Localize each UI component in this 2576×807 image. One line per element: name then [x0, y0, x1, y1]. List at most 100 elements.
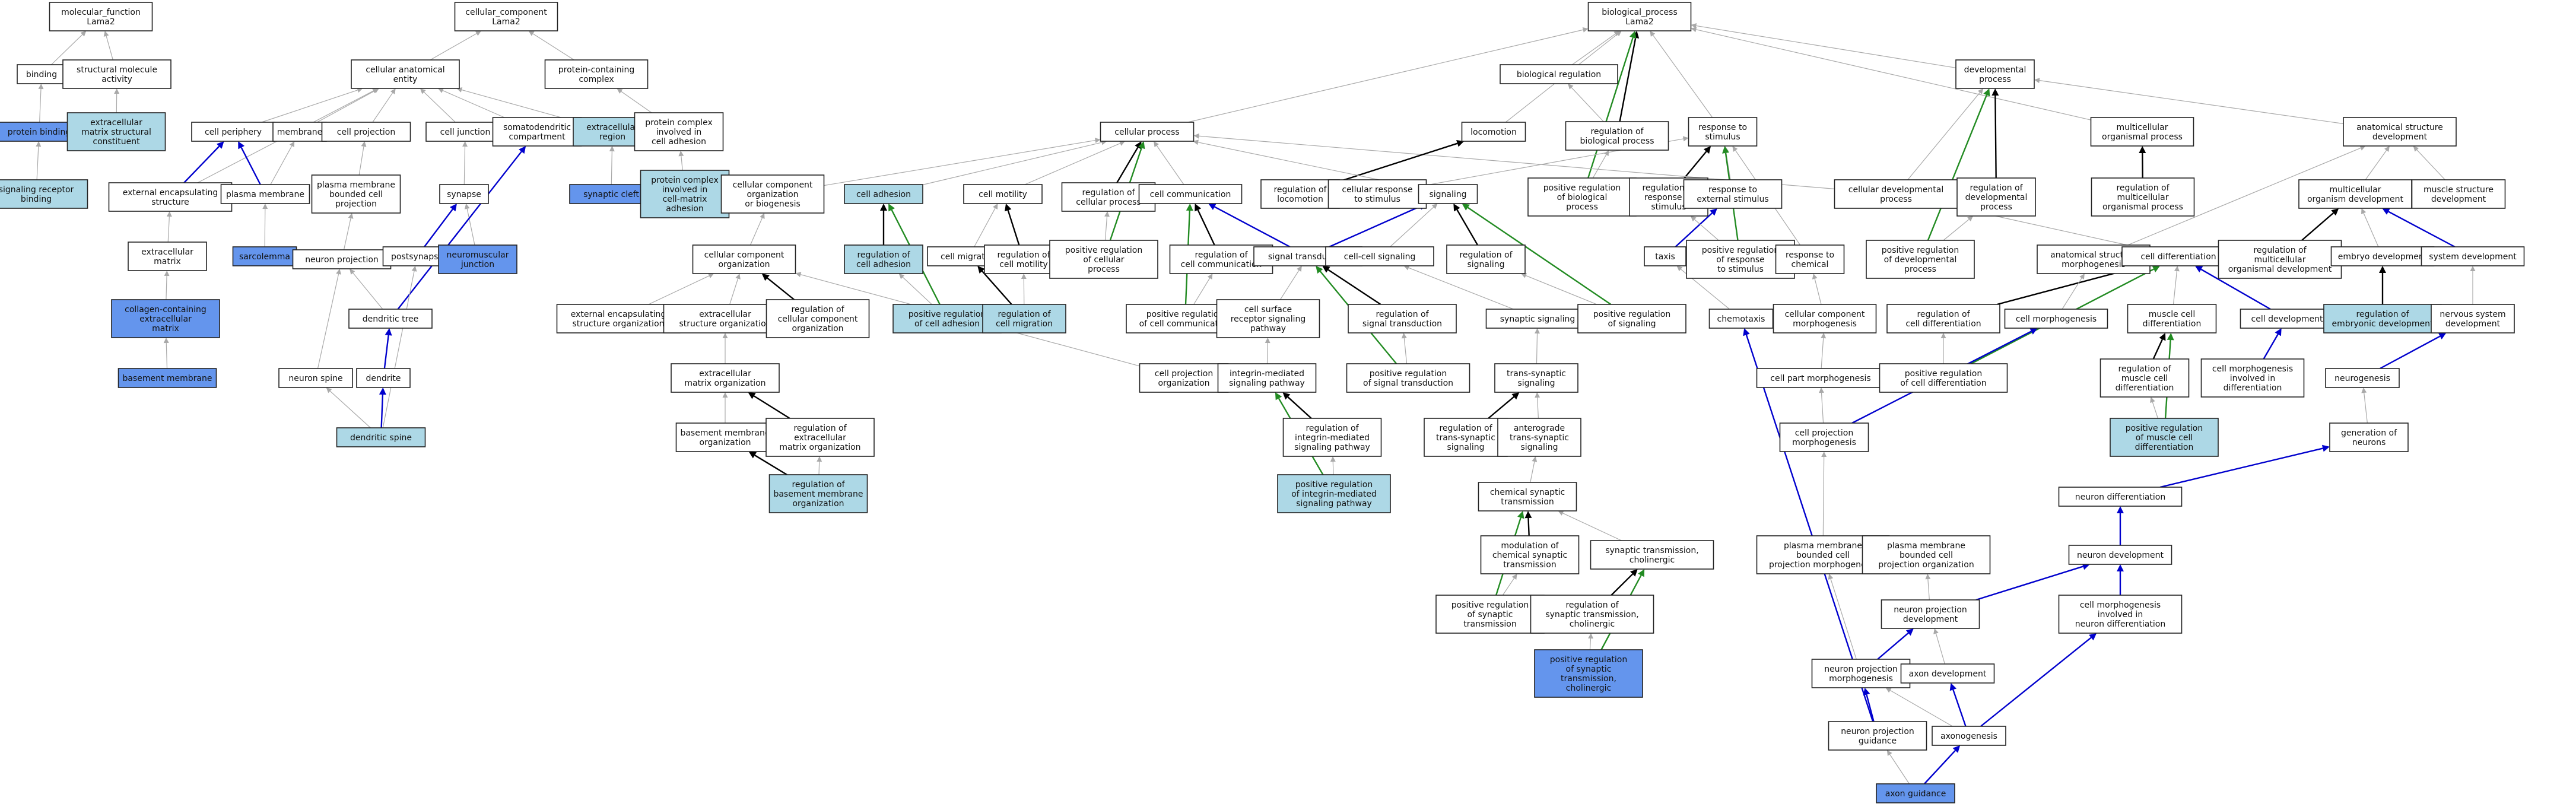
go-term-node-reg_integrin[interactable]: regulation ofintegrin-mediatedsignaling … [1282, 418, 1382, 457]
go-term-node-cell_diff[interactable]: cell differentiation [2121, 246, 2235, 266]
go-term-node-neuron_proj[interactable]: neuron projection [292, 249, 392, 269]
go-term-node-cell_dev[interactable]: cell development [2240, 309, 2334, 329]
go-term-node-binding[interactable]: binding [17, 64, 66, 84]
go-term-node-plasma_memb[interactable]: plasma membrane [220, 184, 310, 204]
go-term-node-cell_morph[interactable]: cell morphogenesis [2004, 309, 2108, 329]
go-term-node-neurogenesis[interactable]: neurogenesis [2325, 368, 2400, 388]
go-term-node-synapse[interactable]: synapse [439, 184, 489, 204]
go-term-node-neuron_spine[interactable]: neuron spine [278, 368, 353, 388]
go-term-node-neuron_diff[interactable]: neuron differentiation [2058, 487, 2183, 507]
go-term-node-membrane[interactable]: membrane [272, 122, 327, 142]
go-term-node-synaptic_cleft[interactable]: synaptic cleft [569, 184, 653, 204]
go-term-node-dendrite[interactable]: dendrite [356, 368, 411, 388]
go-term-node-cc_sig[interactable]: cell-cell signaling [1325, 246, 1434, 266]
go-term-node-signaling[interactable]: signaling [1418, 184, 1478, 204]
go-term-node-cell_junc[interactable]: cell junction [425, 122, 505, 142]
go-term-node-dendritic_tree[interactable]: dendritic tree [348, 309, 433, 329]
go-term-node-syn_trans_chol[interactable]: synaptic transmission,cholinergic [1590, 540, 1714, 570]
go-term-node-dendritic_spine[interactable]: dendritic spine [336, 427, 426, 447]
go-term-node-axon_guidance[interactable]: axon guidance [1876, 783, 1955, 803]
go-term-node-cell_part_morph[interactable]: cell part morphogenesis [1756, 368, 1885, 388]
go-term-node-axon_dev[interactable]: axon development [1900, 663, 1995, 684]
go-term-node-cell_adhesion[interactable]: cell adhesion [844, 184, 923, 204]
go-term-node-syn_sig[interactable]: synaptic signaling [1485, 309, 1590, 329]
go-term-node-sys_dev[interactable]: system development [2421, 246, 2525, 266]
go-term-node-cell_comm[interactable]: cell communication [1138, 184, 1243, 204]
go-term-node-embryo_dev[interactable]: embryo development [2330, 246, 2435, 266]
go-term-node-locomotion[interactable]: locomotion [1461, 122, 1526, 142]
go-term-node-cell_periph[interactable]: cell periphery [191, 122, 275, 142]
go-term-node-chemotaxis[interactable]: chemotaxis [1708, 309, 1774, 329]
go-term-node-basement_membrane[interactable]: basement membrane [117, 368, 217, 388]
go-term-node-cell_motility[interactable]: cell motility [963, 184, 1043, 204]
go-term-node-cell_proc[interactable]: cellular process [1100, 122, 1195, 142]
go-term-node-taxis[interactable]: taxis [1644, 246, 1686, 266]
